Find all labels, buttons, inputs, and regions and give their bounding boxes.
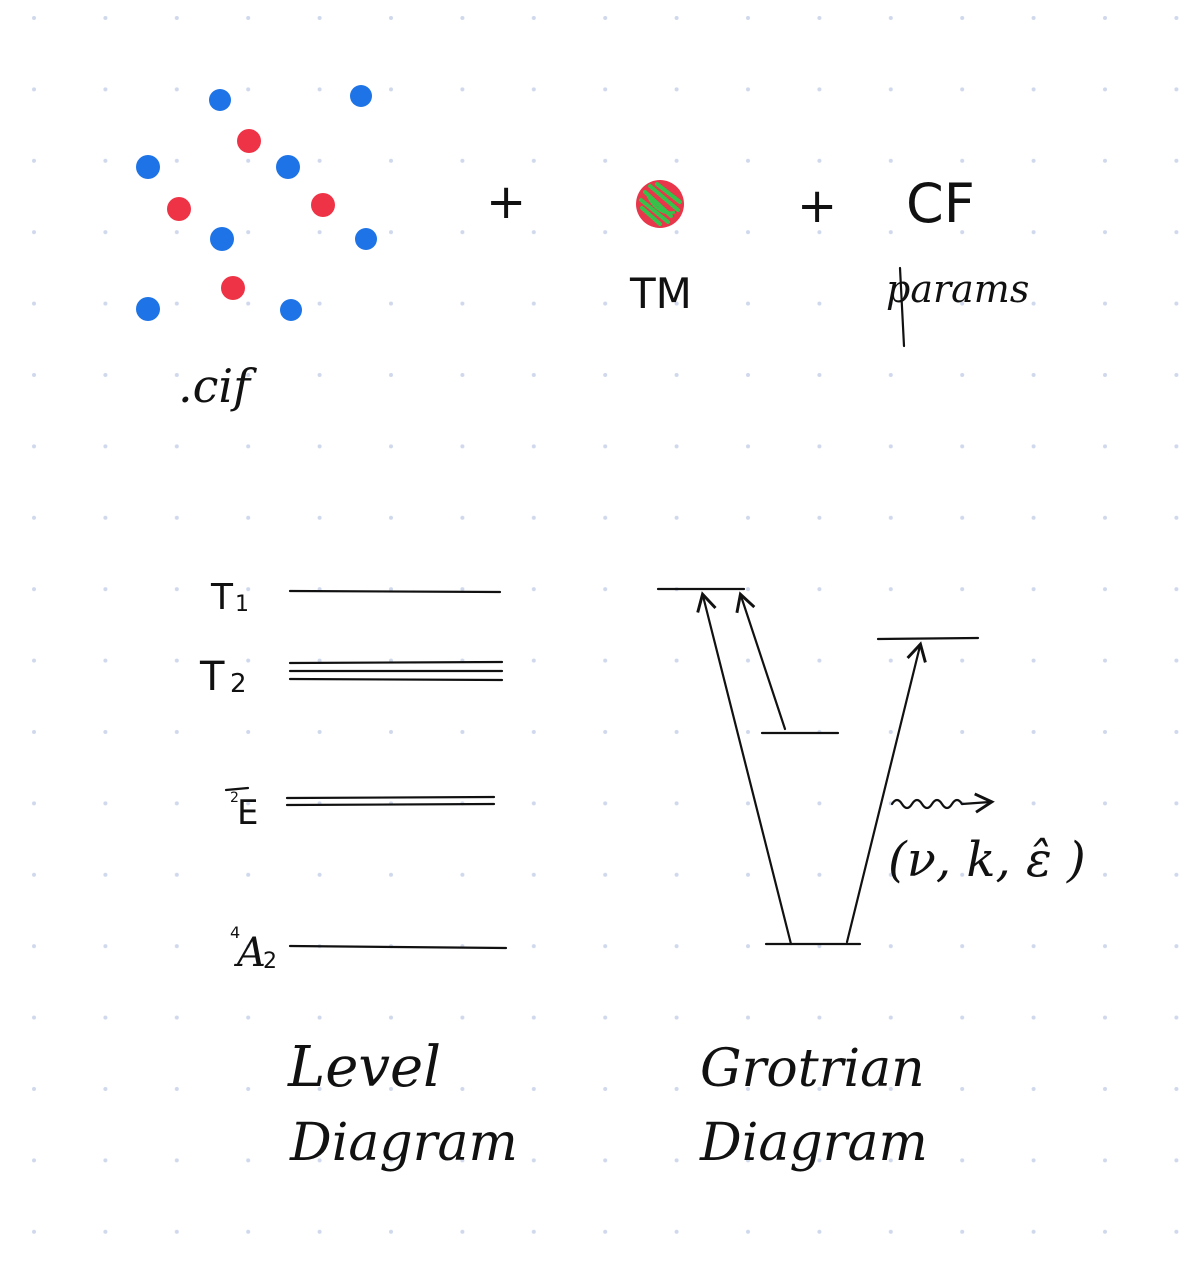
level-label-t2: T (199, 654, 225, 700)
level-diagram-caption-line1: Level (287, 1035, 441, 1100)
level-label-t1-subscript: 1 (235, 592, 249, 617)
cf-label: CF (906, 172, 975, 235)
crystal-structure (136, 85, 377, 321)
level-label-a2-superscript: 4 (230, 923, 240, 942)
plus-sign-1: + (486, 174, 526, 230)
energy-level-e-a (285, 795, 496, 800)
level-diagram-caption-line2: Diagram (289, 1113, 518, 1173)
level-label-t2-subscript: 2 (230, 669, 247, 699)
grotrian-diagram-caption-line2: Diagram (699, 1113, 928, 1173)
grotrian-diagram-caption-line1: Grotrian (700, 1039, 925, 1099)
blue-atom (355, 228, 377, 250)
level-label-e: E (237, 793, 258, 833)
grotrian-level-right (876, 636, 980, 641)
energy-level-t2-a (288, 660, 504, 665)
level-label-e-bar (224, 786, 250, 792)
energy-level-t1 (288, 589, 502, 594)
transition-ground-to-top (696, 591, 793, 946)
red-atom (237, 129, 261, 153)
blue-atom (136, 155, 160, 179)
photon-wave-arrow (890, 792, 995, 814)
level-label-t1: T (210, 577, 234, 618)
cif-label: .cif (178, 359, 257, 413)
plus-sign-2: + (797, 178, 837, 234)
transition-middle-to-top (735, 591, 787, 731)
blue-atom (276, 155, 300, 179)
blue-atom (210, 227, 234, 251)
photon-label: (ν, k, ε̂ ) (888, 832, 1086, 888)
level-label-a2: A (233, 930, 266, 976)
transition-ground-to-right (845, 641, 927, 944)
params-label: params (886, 267, 1029, 311)
level-diagram: T 1 T 2 2 E 4 A 2 (199, 577, 508, 976)
blue-atom (280, 299, 302, 321)
red-atom (221, 276, 245, 300)
blue-atom (136, 297, 160, 321)
energy-level-e-b (285, 802, 496, 807)
grotrian-diagram: (ν, k, ε̂ ) (656, 587, 1086, 946)
energy-level-a2 (288, 944, 508, 950)
level-label-e-superscript: 2 (230, 790, 239, 806)
energy-level-t2-c (288, 677, 504, 682)
red-atom (167, 197, 191, 221)
blue-atom (209, 89, 231, 111)
tm-atom-icon (636, 180, 684, 228)
level-label-a2-subscript: 2 (263, 949, 277, 974)
params-descender (898, 266, 906, 348)
blue-atom (350, 85, 372, 107)
red-atom (311, 193, 335, 217)
tm-label: TM (629, 269, 692, 318)
